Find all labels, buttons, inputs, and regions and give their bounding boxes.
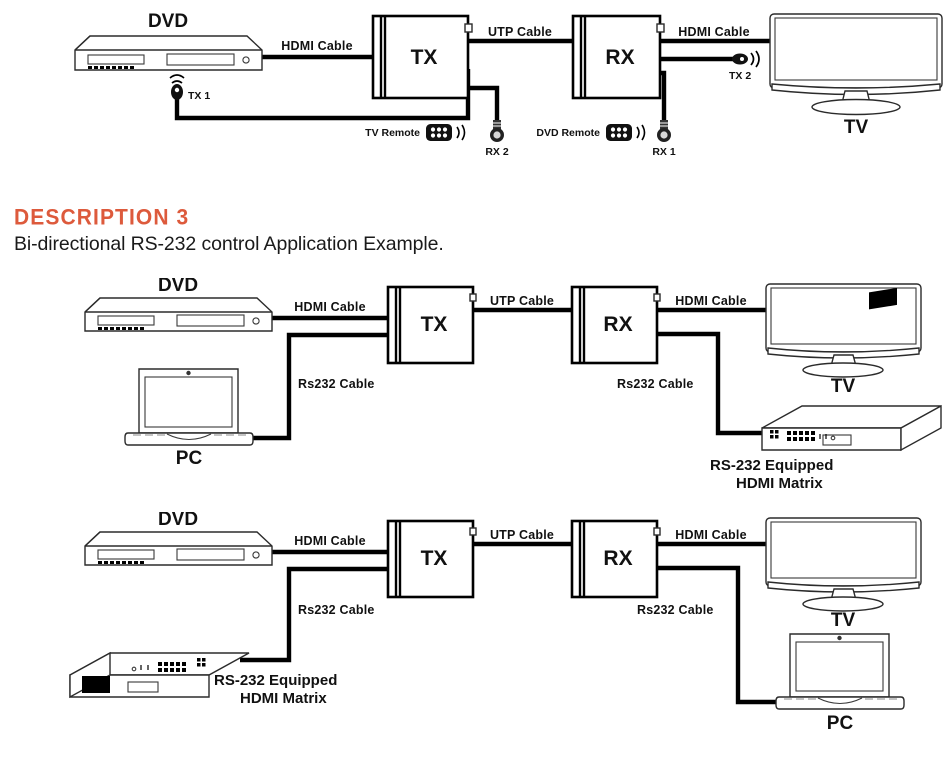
dvd-player-icon (84, 297, 273, 332)
ir-application-diagram: DVD TX RX TV TX (74, 11, 943, 158)
tx2-ir-emitter-icon (732, 50, 760, 68)
tv-icon (765, 517, 922, 612)
hdmi-cable-label-left: HDMI Cable (294, 534, 365, 548)
pc-label: PC (827, 713, 854, 734)
description-block: DESCRIPTION 3 Bi-directional RS-232 cont… (14, 206, 444, 256)
dvd-remote-label: DVD Remote (536, 127, 600, 139)
rx-box (571, 14, 665, 100)
rx-box-label: RX (605, 46, 634, 69)
tv-label: TV (831, 610, 856, 631)
rx2-label: RX 2 (485, 146, 509, 158)
tv-icon (765, 283, 922, 378)
rx-box-label: RX (603, 313, 632, 336)
tx-box (371, 14, 473, 100)
matrix-label-line2: HDMI Matrix (240, 690, 327, 707)
tx1-label: TX 1 (188, 90, 210, 102)
cable-lines (250, 307, 766, 441)
tx-box-label: TX (421, 547, 448, 570)
tx-box-label: TX (411, 46, 438, 69)
matrix-label-line1: RS-232 Equipped (214, 672, 337, 689)
rs232-cable-label-right: Rs232 Cable (617, 377, 694, 391)
cable-lines (174, 38, 770, 126)
matrix-label-line2: HDMI Matrix (736, 475, 823, 492)
rx-box (570, 285, 661, 365)
dvd-player-icon (84, 531, 273, 566)
hdmi-cable-label-left: HDMI Cable (281, 39, 352, 53)
matrix-label-line1: RS-232 Equipped (710, 457, 833, 474)
tv-remote-icon (426, 124, 466, 141)
rx-box (570, 519, 661, 599)
description-heading: DESCRIPTION 3 (14, 206, 190, 230)
hdmi-cable-label-right: HDMI Cable (678, 25, 749, 39)
pc-laptop-icon (775, 633, 905, 710)
tx-box (386, 285, 477, 365)
tx-box (386, 519, 477, 599)
pc-laptop-icon (124, 368, 254, 446)
rx1-label: RX 1 (652, 146, 676, 158)
dvd-player-icon (74, 35, 263, 71)
rs232-cable-label-right: Rs232 Cable (637, 603, 714, 617)
utp-cable-label: UTP Cable (490, 528, 554, 542)
rs232-cable-label-left: Rs232 Cable (298, 603, 375, 617)
dvd-label: DVD (158, 278, 198, 296)
tv-remote-label: TV Remote (365, 127, 420, 139)
tv-label: TV (844, 117, 869, 138)
tx1-ir-emitter-icon (169, 74, 185, 100)
hdmi-cable-label-right: HDMI Cable (675, 528, 746, 542)
rs232-cable-label-left: Rs232 Cable (298, 377, 375, 391)
hdmi-cable-label-left: HDMI Cable (294, 300, 365, 314)
tx-box-label: TX (421, 313, 448, 336)
rs232-bottom-diagram: DVD TX RX TV (69, 512, 922, 734)
utp-cable-label: UTP Cable (488, 25, 552, 39)
rs232-top-diagram: DVD TX RX TV (84, 278, 942, 492)
rx2-ir-receiver-icon (490, 120, 504, 142)
hdmi-matrix-icon (69, 651, 250, 699)
pc-label: PC (176, 448, 203, 469)
rx-box-label: RX (603, 547, 632, 570)
dvd-remote-icon (606, 124, 646, 141)
dvd-label: DVD (158, 512, 198, 530)
cable-lines (240, 541, 782, 705)
hdmi-matrix-icon (761, 287, 942, 452)
utp-cable-label: UTP Cable (490, 294, 554, 308)
dvd-label: DVD (148, 11, 188, 32)
tv-icon (769, 13, 943, 116)
tx2-label: TX 2 (729, 70, 751, 82)
rx1-ir-receiver-icon (657, 120, 671, 142)
hdmi-cable-label-right: HDMI Cable (675, 294, 746, 308)
description-subtitle: Bi-directional RS-232 control Applicatio… (14, 233, 444, 255)
tv-label: TV (831, 376, 856, 397)
